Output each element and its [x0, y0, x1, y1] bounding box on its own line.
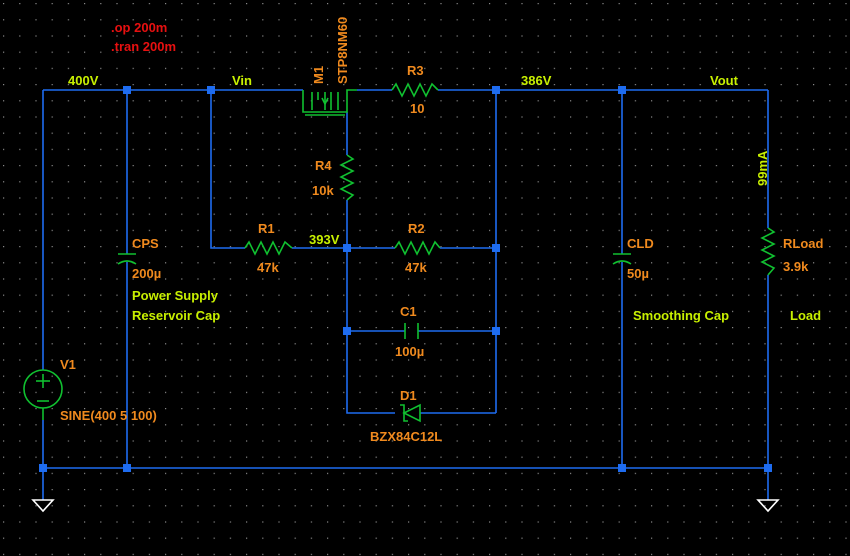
m1-name: M1	[311, 66, 326, 84]
net-vin: Vin	[232, 73, 252, 88]
cps-name: CPS	[132, 236, 159, 251]
directive-tran: .tran 200m	[111, 39, 176, 54]
cld-name: CLD	[627, 236, 654, 251]
d1-value: BZX84C12L	[370, 429, 442, 444]
rload-value: 3.9k	[783, 259, 809, 274]
net-393v: 393V	[309, 232, 340, 247]
junction	[207, 86, 215, 94]
c1-name: C1	[400, 304, 417, 319]
r3-value: 10	[410, 101, 424, 116]
r2-name: R2	[408, 221, 425, 236]
r3-name: R3	[407, 63, 424, 78]
junction	[343, 327, 351, 335]
cps-value: 200µ	[132, 266, 161, 281]
junction	[123, 86, 131, 94]
mosfet-m1[interactable]	[302, 89, 357, 116]
r4-value: 10k	[312, 183, 334, 198]
net-vout: Vout	[710, 73, 739, 88]
load-label: Load	[790, 308, 821, 323]
resistor-r4[interactable]	[339, 154, 355, 201]
ground-icon	[756, 499, 780, 513]
resistor-r1[interactable]	[244, 240, 293, 256]
capacitor-c1[interactable]	[404, 323, 419, 339]
junctions	[39, 86, 772, 472]
rload-name: RLoad	[783, 236, 824, 251]
resistor-rload[interactable]	[760, 227, 776, 276]
v1-value: SINE(400 5 100)	[60, 408, 157, 423]
cld-value: 50µ	[627, 266, 649, 281]
junction	[39, 464, 47, 472]
wire-vin-r1[interactable]	[210, 90, 245, 249]
reservoir-label-2: Reservoir Cap	[132, 308, 220, 323]
junction	[492, 244, 500, 252]
r1-name: R1	[258, 221, 275, 236]
directive-op: .op 200m	[111, 20, 167, 35]
c1-value: 100µ	[395, 344, 424, 359]
resistor-r3[interactable]	[391, 82, 439, 98]
r4-name: R4	[315, 158, 332, 173]
junction	[343, 244, 351, 252]
r2-value: 47k	[405, 260, 427, 275]
smoothing-label: Smoothing Cap	[633, 308, 729, 323]
capacitor-cps[interactable]	[117, 253, 137, 265]
r1-value: 47k	[257, 260, 279, 275]
current-label: 99mA	[755, 150, 770, 186]
ground-icon	[31, 499, 55, 513]
junction	[618, 464, 626, 472]
net-400v: 400V	[68, 73, 99, 88]
net-386v: 386V	[521, 73, 552, 88]
junction	[123, 464, 131, 472]
m1-value: STP8NM60	[335, 17, 350, 84]
v1-name: V1	[60, 357, 76, 372]
capacitor-cld[interactable]	[612, 253, 632, 265]
junction	[618, 86, 626, 94]
wire-r4-node[interactable]	[346, 200, 395, 414]
junction	[492, 327, 500, 335]
d1-name: D1	[400, 388, 417, 403]
zener-diode-d1[interactable]	[400, 403, 421, 423]
resistor-r2[interactable]	[394, 240, 441, 256]
junction	[492, 86, 500, 94]
reservoir-label-1: Power Supply	[132, 288, 219, 303]
junction	[764, 464, 772, 472]
